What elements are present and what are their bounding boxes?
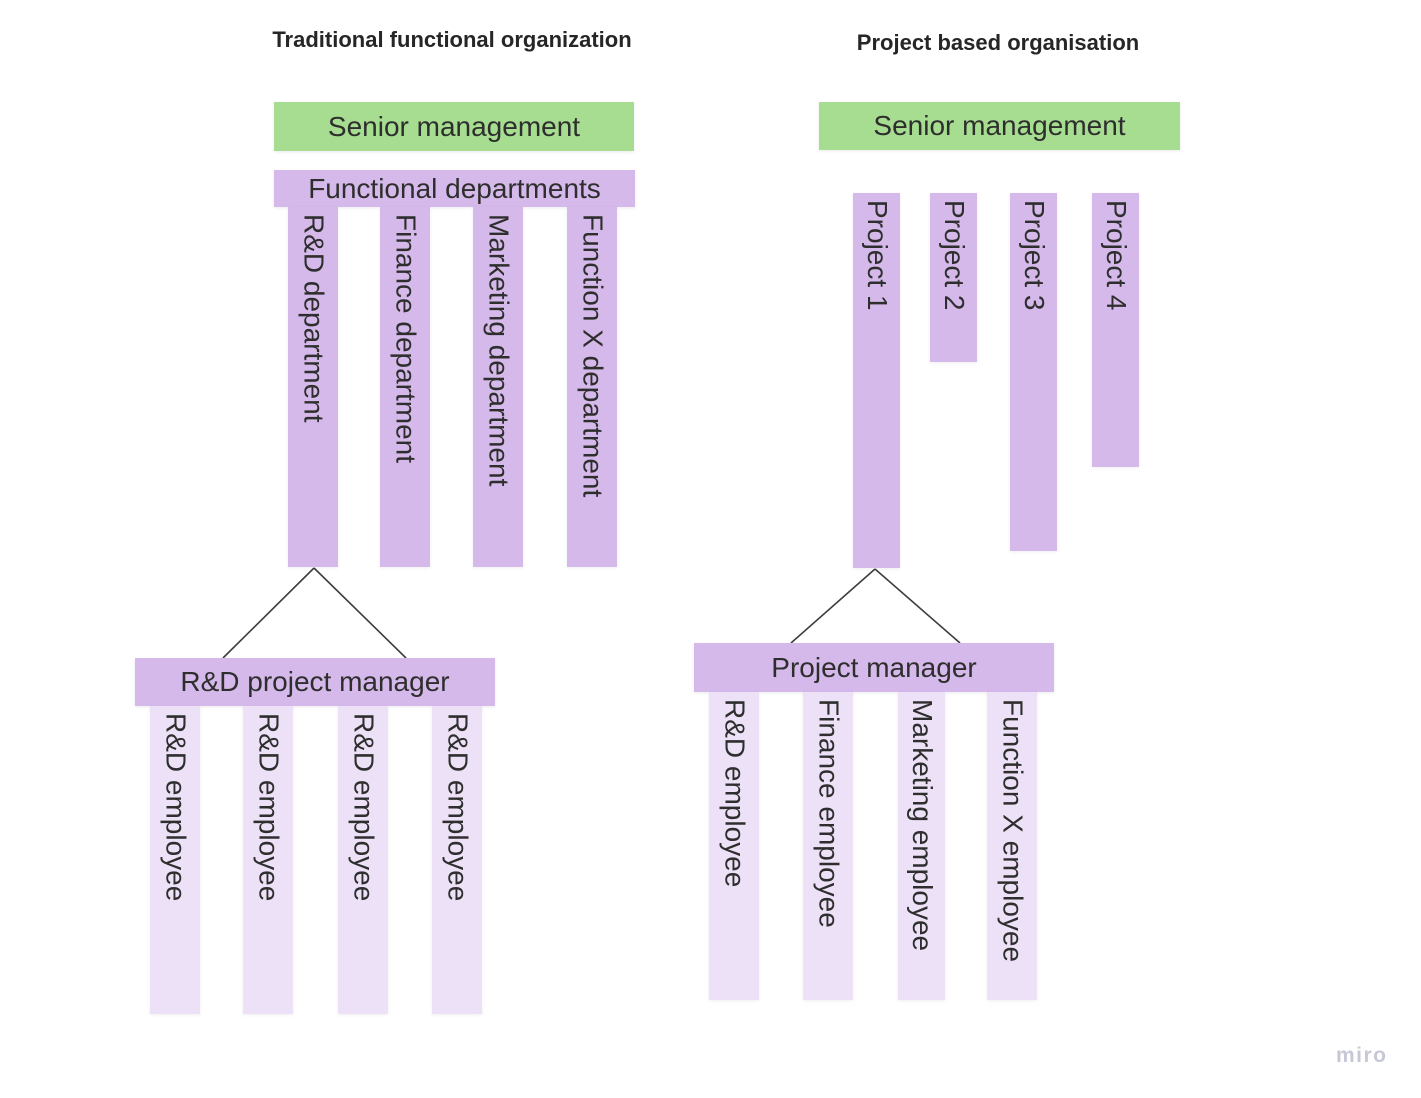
department-bar-function-x[interactable]: Function X department bbox=[567, 207, 617, 567]
right-employee-bar-marketing-label: Marketing employee bbox=[906, 699, 938, 952]
right-employee-bar-rnd-label: R&D employee bbox=[719, 699, 751, 888]
project-bar-1-label: Project 1 bbox=[861, 200, 893, 311]
left-senior-management-box[interactable]: Senior management bbox=[274, 102, 634, 151]
left-employee-bar-2-label: R&D employee bbox=[253, 713, 285, 902]
left-employee-bar-4-label: R&D employee bbox=[442, 713, 474, 902]
right-employee-bar-function-x[interactable]: Function X employee bbox=[987, 692, 1037, 1000]
left-employee-bar-3-label: R&D employee bbox=[348, 713, 380, 902]
department-bar-finance[interactable]: Finance department bbox=[380, 207, 430, 567]
right-employee-bar-marketing[interactable]: Marketing employee bbox=[898, 692, 945, 1000]
left-employee-bar-4[interactable]: R&D employee bbox=[432, 706, 482, 1014]
project-org-title[interactable]: Project based organisation bbox=[856, 30, 1140, 55]
project-bar-3[interactable]: Project 3 bbox=[1010, 193, 1057, 551]
rnd-project-manager-box[interactable]: R&D project manager bbox=[135, 658, 495, 706]
right-employee-bar-rnd[interactable]: R&D employee bbox=[709, 692, 759, 1000]
left-employee-bar-1[interactable]: R&D employee bbox=[150, 706, 200, 1014]
project-bar-2-label: Project 2 bbox=[938, 200, 970, 311]
traditional-org-title[interactable]: Traditional functional organization bbox=[272, 27, 632, 52]
right-connector-line-2 bbox=[874, 568, 961, 644]
right-employee-bar-function-x-label: Function X employee bbox=[997, 699, 1029, 963]
right-employee-bar-finance-label: Finance employee bbox=[813, 699, 845, 928]
right-senior-management-box[interactable]: Senior management bbox=[819, 102, 1180, 150]
left-employee-bar-2[interactable]: R&D employee bbox=[243, 706, 293, 1014]
project-bar-3-label: Project 3 bbox=[1018, 200, 1050, 311]
left-connector-line-1 bbox=[222, 567, 315, 659]
department-bar-marketing[interactable]: Marketing department bbox=[473, 207, 523, 567]
project-bar-2[interactable]: Project 2 bbox=[930, 193, 977, 362]
right-connector-line-1 bbox=[790, 568, 876, 644]
right-employee-bar-finance[interactable]: Finance employee bbox=[803, 692, 853, 1000]
project-bar-4[interactable]: Project 4 bbox=[1092, 193, 1139, 467]
project-bar-1[interactable]: Project 1 bbox=[853, 193, 900, 568]
left-employee-bar-1-label: R&D employee bbox=[160, 713, 192, 902]
project-manager-box[interactable]: Project manager bbox=[694, 643, 1054, 692]
department-bar-marketing-label: Marketing department bbox=[483, 214, 515, 487]
department-bar-function-x-label: Function X department bbox=[577, 214, 609, 498]
functional-departments-header-box[interactable]: Functional departments bbox=[274, 170, 635, 207]
department-bar-rnd[interactable]: R&D department bbox=[288, 207, 338, 567]
project-bar-4-label: Project 4 bbox=[1100, 200, 1132, 311]
left-connector-line-2 bbox=[313, 567, 407, 659]
miro-watermark-logo: miro bbox=[1336, 1044, 1388, 1067]
department-bar-finance-label: Finance department bbox=[390, 214, 422, 464]
left-employee-bar-3[interactable]: R&D employee bbox=[338, 706, 388, 1014]
department-bar-rnd-label: R&D department bbox=[298, 214, 330, 423]
